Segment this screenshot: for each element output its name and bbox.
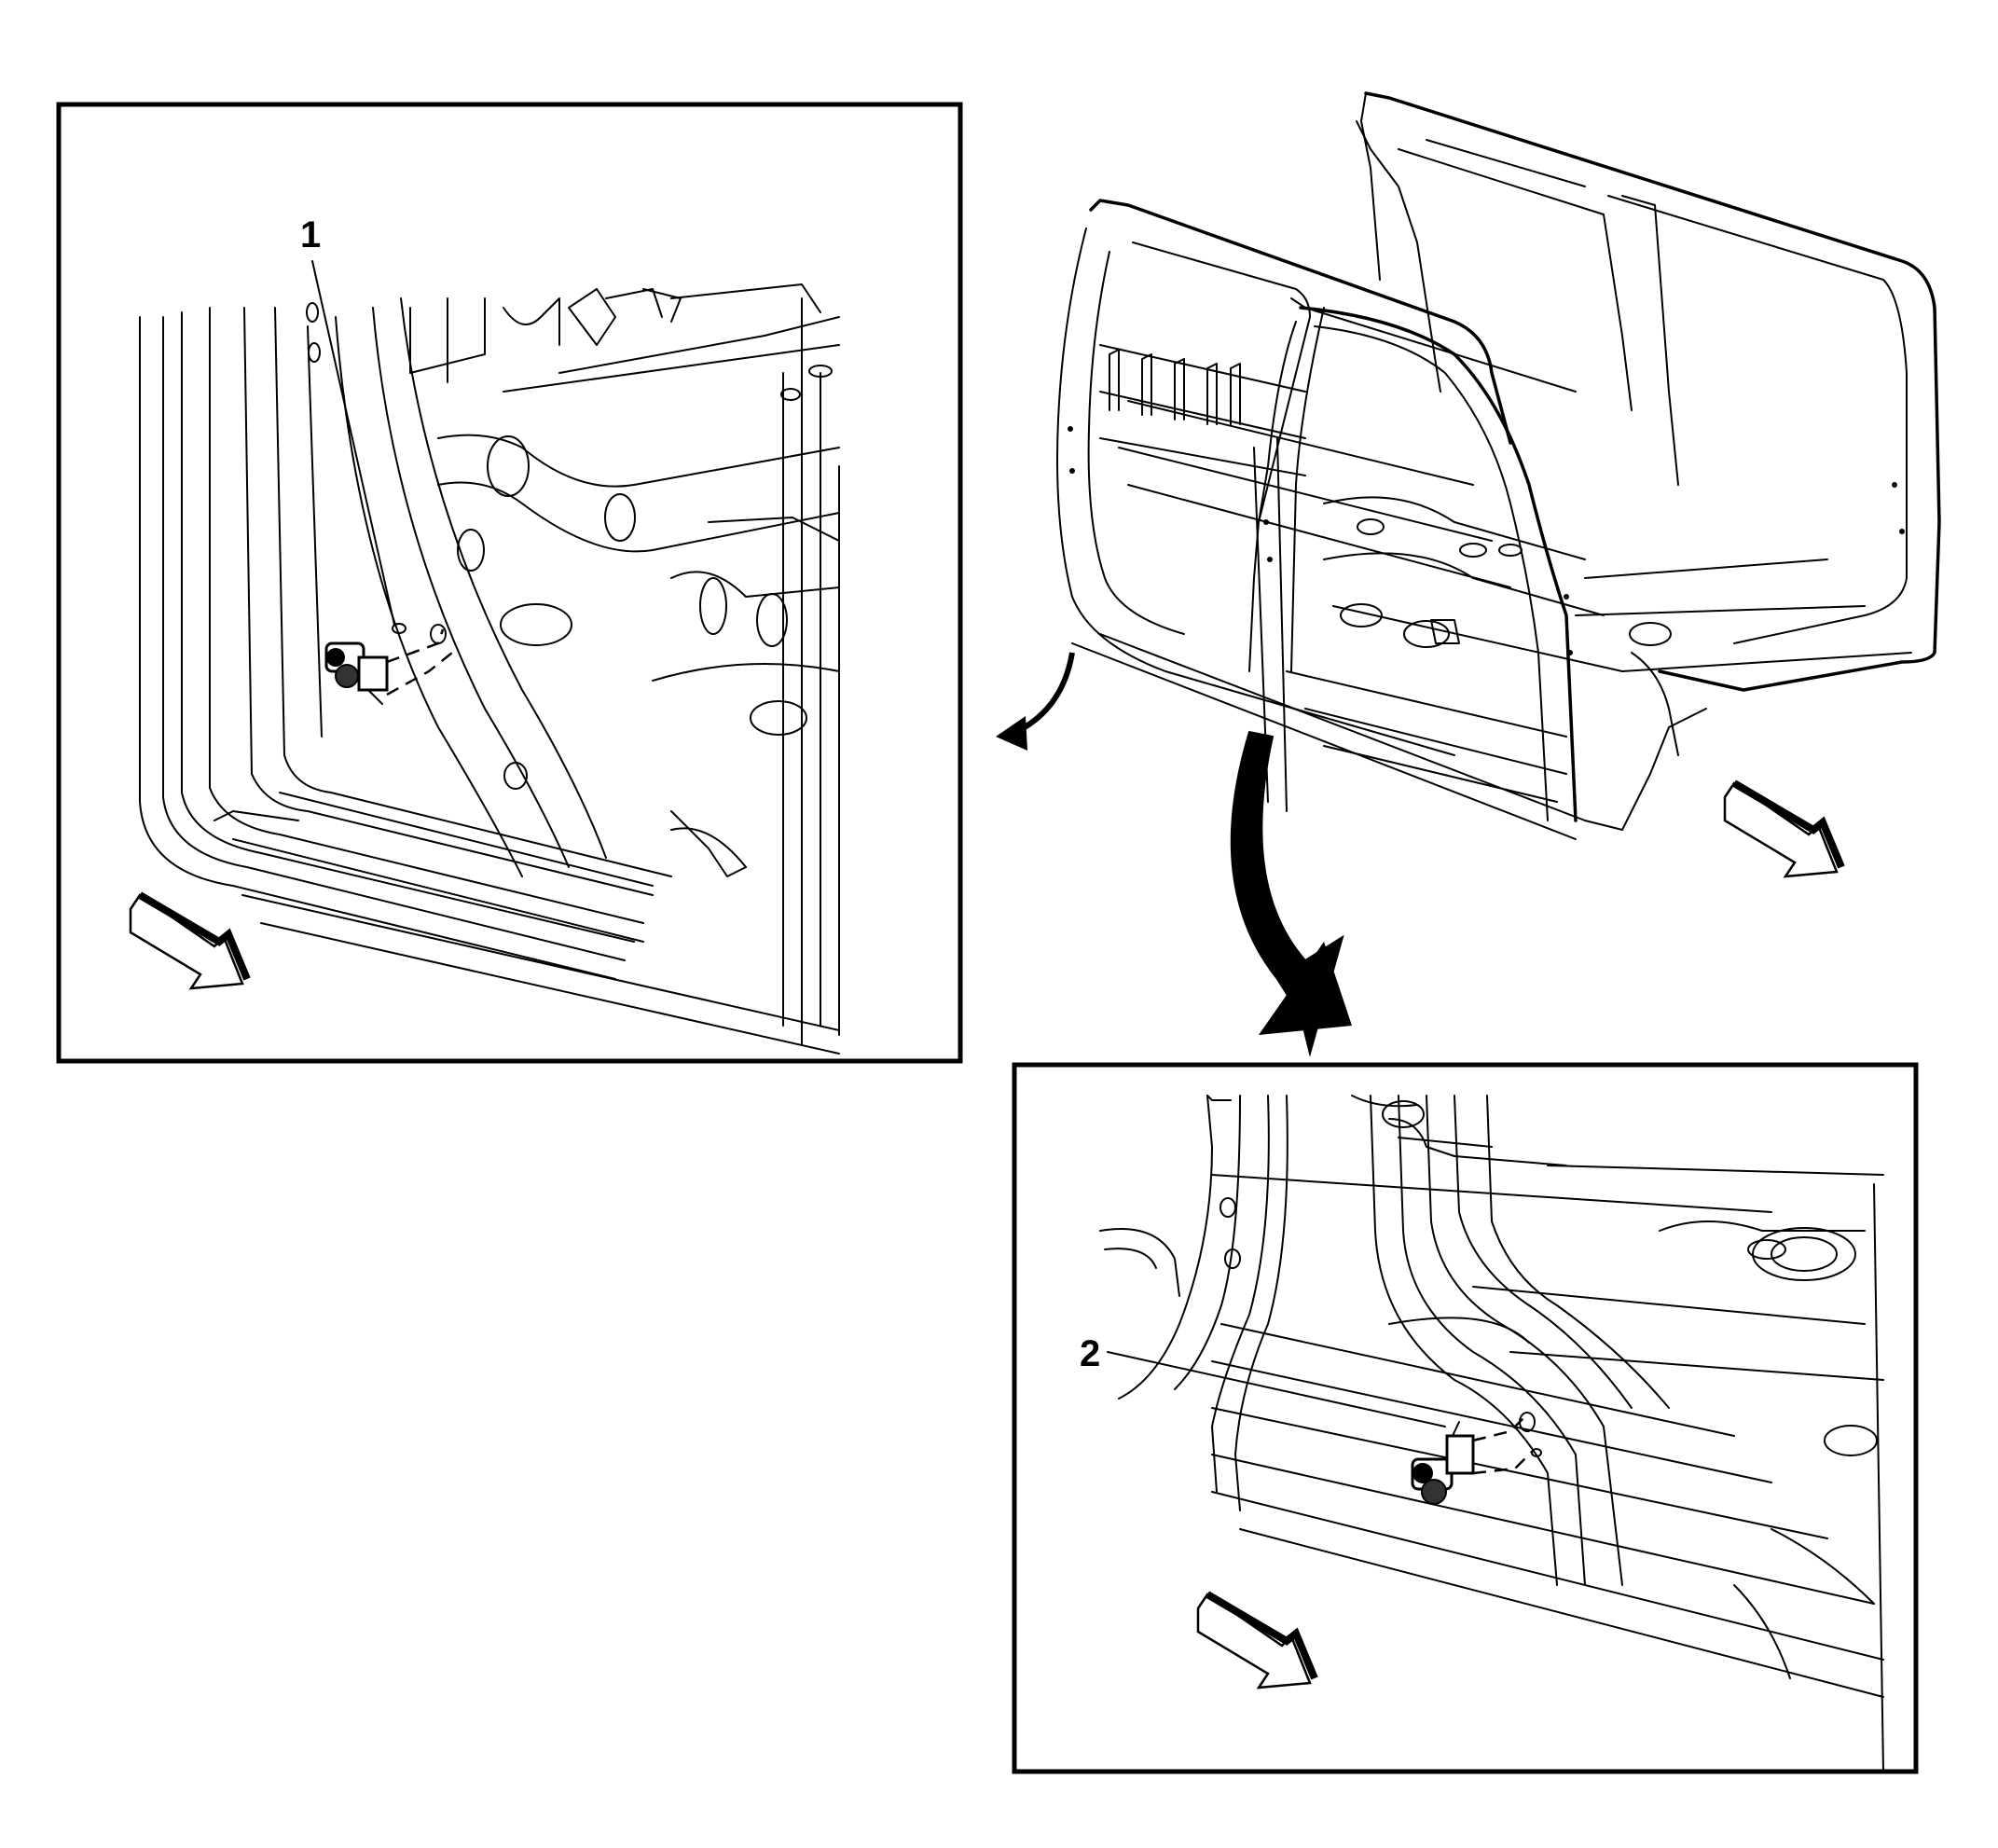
callout-2: 2 bbox=[1080, 1333, 1446, 1427]
floor-structure-left bbox=[409, 283, 840, 1045]
forward-direction-arrow-icon bbox=[129, 891, 251, 990]
rear-wall-ribs bbox=[1099, 344, 1306, 476]
forward-direction-arrow-icon bbox=[1196, 1591, 1318, 1689]
overview-vehicle-cab bbox=[996, 91, 1941, 1057]
cab-floor bbox=[1071, 400, 1912, 840]
forward-direction-arrow-icon bbox=[1723, 779, 1845, 878]
sensor-component-icon bbox=[324, 641, 389, 705]
callout-1: 1 bbox=[300, 214, 395, 626]
mounting-holes bbox=[1068, 426, 1905, 655]
pillar-structure-right bbox=[1118, 1095, 1670, 1586]
detail-frame-left bbox=[56, 102, 963, 1064]
detail-frame-right bbox=[1012, 1062, 1919, 1774]
floor-structure-right bbox=[1099, 1095, 1884, 1772]
detail-view-center-pillar: 2 bbox=[1012, 1062, 1919, 1774]
sensor-component-icon bbox=[1411, 1421, 1475, 1505]
detail-view-front-pillar: 1 bbox=[56, 102, 963, 1064]
pillar-structure-left bbox=[139, 297, 840, 1055]
callout-2-label: 2 bbox=[1080, 1333, 1100, 1374]
view-arrow-icon-large bbox=[1230, 730, 1352, 1057]
callout-1-label: 1 bbox=[300, 214, 321, 255]
view-arrow-icon bbox=[996, 652, 1075, 751]
